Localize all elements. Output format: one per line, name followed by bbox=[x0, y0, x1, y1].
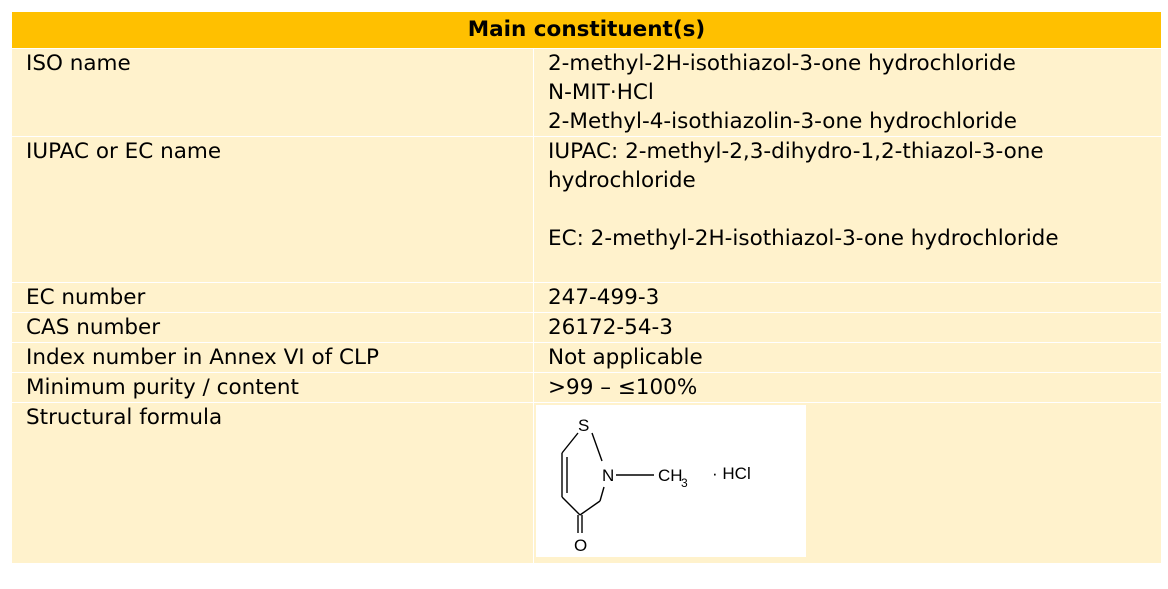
value-line: 2-methyl-2H-isothiazol-3-one hydrochlori… bbox=[548, 51, 1016, 76]
table-row: ISO name 2-methyl-2H-isothiazol-3-one hy… bbox=[11, 48, 1162, 137]
row-label: Structural formula bbox=[11, 402, 534, 564]
row-value: 2-methyl-2H-isothiazol-3-one hydrochlori… bbox=[533, 48, 1162, 137]
row-label: EC number bbox=[11, 282, 534, 313]
hcl-label: · HCl bbox=[712, 464, 751, 483]
row-label: ISO name bbox=[11, 48, 534, 137]
value-line: N-MIT·HCl bbox=[548, 80, 654, 105]
atom-n-label: N bbox=[602, 466, 614, 485]
table-title: Main constituent(s) bbox=[11, 11, 1162, 49]
row-label: Index number in Annex VI of CLP bbox=[11, 342, 534, 373]
row-value: >99 – ≤100% bbox=[533, 372, 1162, 403]
table-row: CAS number 26172-54-3 bbox=[11, 312, 1162, 343]
value-line: IUPAC: 2-methyl-2,3-dihydro-1,2-thiazol-… bbox=[548, 139, 1044, 193]
table-row: Minimum purity / content >99 – ≤100% bbox=[11, 372, 1162, 403]
table-row: IUPAC or EC name IUPAC: 2-methyl-2,3-dih… bbox=[11, 136, 1162, 283]
main-constituents-table: Main constituent(s) ISO name 2-methyl-2H… bbox=[11, 11, 1162, 564]
structural-formula-drawing: S N O CH 3 · HCl bbox=[561, 416, 751, 555]
row-label: IUPAC or EC name bbox=[11, 136, 534, 283]
row-value: IUPAC: 2-methyl-2,3-dihydro-1,2-thiazol-… bbox=[533, 136, 1162, 283]
row-label: Minimum purity / content bbox=[11, 372, 534, 403]
table-row: EC number 247-499-3 bbox=[11, 282, 1162, 313]
methyl-subscript: 3 bbox=[681, 476, 688, 490]
atom-o-label: O bbox=[574, 536, 587, 555]
structural-formula-image: S N O CH 3 · HCl bbox=[536, 405, 806, 557]
atom-s-label: S bbox=[578, 416, 589, 435]
table-row: Structural formula bbox=[11, 402, 1162, 564]
row-value: 26172-54-3 bbox=[533, 312, 1162, 343]
row-value: Not applicable bbox=[533, 342, 1162, 373]
row-label: CAS number bbox=[11, 312, 534, 343]
methyl-label: CH bbox=[658, 466, 683, 485]
value-line: EC: 2-methyl-2H-isothiazol-3-one hydroch… bbox=[548, 226, 1059, 251]
table-row: Index number in Annex VI of CLP Not appl… bbox=[11, 342, 1162, 373]
table-header-row: Main constituent(s) bbox=[11, 11, 1162, 49]
row-value: S N O CH 3 · HCl bbox=[533, 402, 1162, 564]
row-value: 247-499-3 bbox=[533, 282, 1162, 313]
value-line: 2-Methyl-4-isothiazolin-3-one hydrochlor… bbox=[548, 109, 1017, 134]
